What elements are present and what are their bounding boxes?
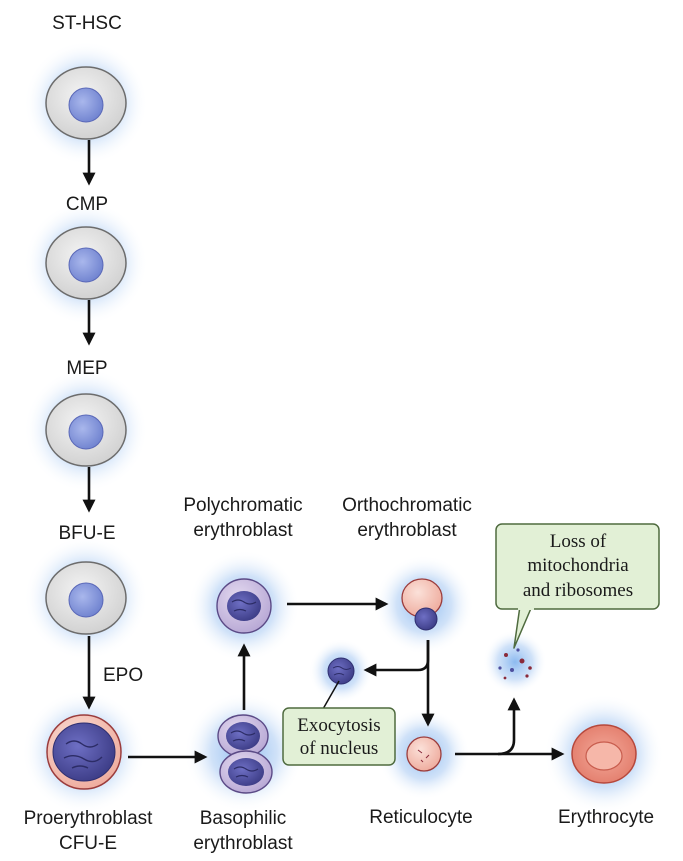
proerythroblast-cell	[22, 690, 146, 814]
loss-line-1: Loss of	[550, 531, 607, 552]
st-hsc-cell	[24, 41, 148, 165]
organelle-debris	[483, 630, 547, 694]
label-epo: EPO	[103, 665, 143, 686]
erythrocyte-cell	[544, 694, 664, 814]
labels: ST-HSC CMP MEP BFU-E EPO Proerythroblast…	[24, 13, 654, 854]
exocytosis-callout: Exocytosis of nucleus	[282, 680, 396, 766]
label-cmp: CMP	[66, 194, 108, 215]
label-proerythroblast-1: Proerythroblast	[24, 808, 154, 829]
exocytosis-line-1: Exocytosis	[297, 715, 380, 736]
arrow-branch-to-debris	[497, 697, 521, 756]
loss-line-3: and ribosomes	[523, 580, 633, 601]
polychromatic-erythroblast-cell	[188, 550, 300, 662]
reticulocyte-cell	[378, 708, 470, 800]
loss-line-2: mitochondria	[527, 555, 629, 576]
label-polychromatic-1: Polychromatic	[183, 495, 302, 516]
bfu-e-cell	[24, 536, 148, 660]
label-st-hsc: ST-HSC	[52, 13, 122, 34]
orthochromatic-erythroblast-cell	[374, 555, 474, 655]
label-orthochromatic-2: erythroblast	[357, 520, 457, 541]
arrows	[82, 140, 565, 764]
label-proerythroblast-2: CFU-E	[59, 833, 117, 854]
label-reticulocyte: Reticulocyte	[369, 807, 473, 828]
label-erythrocyte: Erythrocyte	[558, 807, 654, 828]
expelled-nucleus	[309, 639, 373, 703]
label-bfu-e: BFU-E	[59, 523, 116, 544]
label-mep: MEP	[66, 358, 107, 379]
label-basophilic-1: Basophilic	[200, 808, 287, 829]
cmp-cell	[24, 201, 148, 325]
loss-callout: Loss of mitochondria and ribosomes	[495, 523, 660, 649]
label-polychromatic-2: erythroblast	[193, 520, 293, 541]
mep-cell	[24, 368, 148, 492]
label-orthochromatic-1: Orthochromatic	[342, 495, 472, 516]
label-basophilic-2: erythroblast	[193, 833, 293, 854]
basophilic-erythroblast-cell	[184, 692, 304, 812]
exocytosis-line-2: of nucleus	[300, 738, 379, 759]
